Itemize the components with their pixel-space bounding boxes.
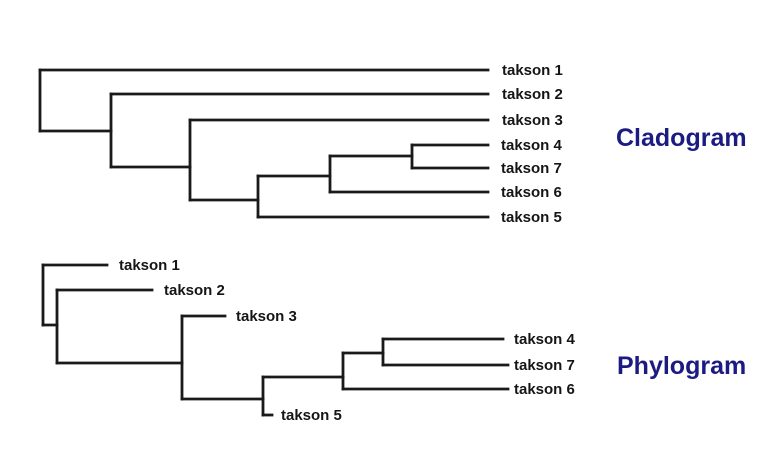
cladogram-taxon-label: takson 4 [501,137,562,154]
cladogram-title: Cladogram [616,124,747,152]
cladogram-taxon-label: takson 6 [501,184,562,201]
cladogram-taxon-label: takson 5 [501,209,562,226]
cladogram-taxon-label: takson 3 [502,112,563,129]
cladogram-taxon-label: takson 1 [502,62,563,79]
phylogram-taxon-label: takson 7 [514,357,575,374]
cladogram-taxon-label: takson 7 [501,160,562,177]
phylogram-taxon-label: takson 5 [281,407,342,424]
phylogram-taxon-label: takson 1 [119,257,180,274]
phylogram-taxon-label: takson 6 [514,381,575,398]
phylogram-taxon-label: takson 3 [236,308,297,325]
cladogram-taxon-label: takson 2 [502,86,563,103]
phylogram-taxon-label: takson 2 [164,282,225,299]
phylogram-taxon-label: takson 4 [514,331,575,348]
phylogram-title: Phylogram [617,352,747,380]
